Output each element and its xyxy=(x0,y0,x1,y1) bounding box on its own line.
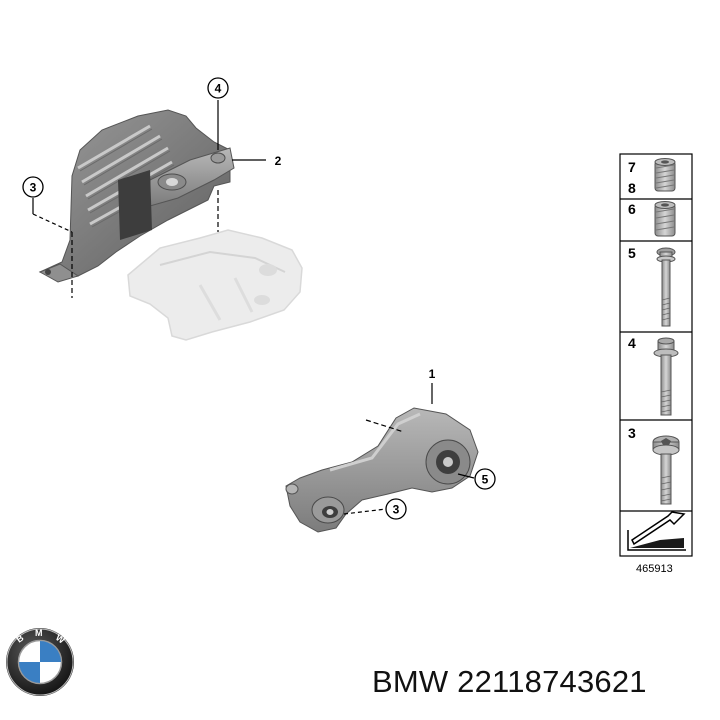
svg-text:8: 8 xyxy=(628,180,636,196)
svg-text:4: 4 xyxy=(628,335,636,351)
callout-3-bottom: 3 xyxy=(385,498,407,520)
mount-bracket-ghost xyxy=(127,229,303,341)
engine-mount-upper xyxy=(32,100,303,341)
svg-text:M: M xyxy=(35,628,43,638)
svg-text:6: 6 xyxy=(628,201,636,217)
callout-2: 2 xyxy=(275,154,282,168)
svg-text:5: 5 xyxy=(628,245,636,261)
callout-3-top: 3 xyxy=(22,176,44,198)
svg-text:3: 3 xyxy=(30,181,37,195)
svg-text:B: B xyxy=(14,632,25,644)
svg-text:3: 3 xyxy=(628,425,636,441)
bmw-roundel-logo: B M W xyxy=(6,628,74,696)
parts-row-3: 3 xyxy=(628,425,680,505)
svg-text:4: 4 xyxy=(215,82,222,96)
svg-text:5: 5 xyxy=(482,473,489,487)
flange-bolt-icon xyxy=(653,337,679,416)
long-bolt-icon xyxy=(656,247,676,327)
parts-table: 7 8 6 5 xyxy=(619,153,693,557)
svg-text:3: 3 xyxy=(393,503,400,517)
svg-text:1: 1 xyxy=(429,367,436,381)
parts-row-5: 5 xyxy=(628,245,676,327)
threaded-insert-icon xyxy=(654,158,676,192)
mount-housing xyxy=(38,109,235,283)
svg-text:2: 2 xyxy=(275,154,282,168)
threaded-insert-icon xyxy=(654,201,676,237)
callout-4-top: 4 xyxy=(207,77,229,99)
tightening-symbol-icon xyxy=(627,511,686,551)
parts-row-6: 6 xyxy=(628,201,676,237)
svg-text:7: 7 xyxy=(628,159,636,175)
parts-row-7-8: 7 8 xyxy=(628,158,676,196)
torque-rod xyxy=(285,407,479,533)
part-number-label: BMW 22118743621 xyxy=(372,664,647,699)
figure-number: 465913 xyxy=(636,563,673,575)
parts-row-4: 4 xyxy=(628,335,679,416)
callout-1: 1 xyxy=(429,367,436,381)
torx-bolt-icon xyxy=(652,435,680,505)
callout-5: 5 xyxy=(474,468,496,490)
